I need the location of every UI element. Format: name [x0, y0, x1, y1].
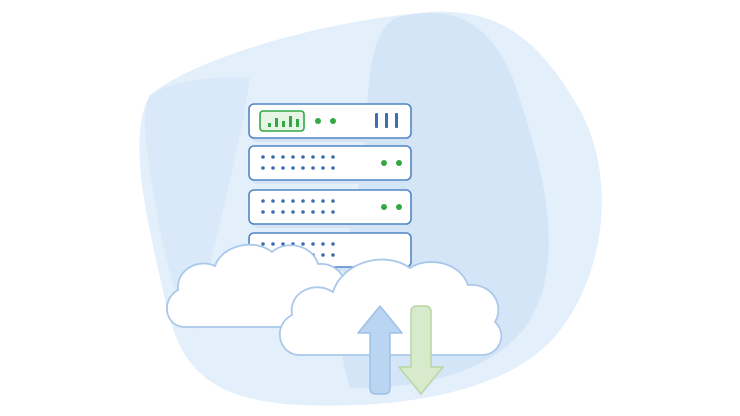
status-led-icon — [315, 118, 321, 124]
download-arrow-icon — [398, 305, 444, 395]
status-led-icon — [330, 118, 336, 124]
status-led-icon — [381, 204, 387, 210]
cloud-icon — [278, 258, 503, 356]
server-unit-2 — [248, 145, 414, 184]
status-led-icon — [396, 160, 402, 166]
status-led-icon — [381, 160, 387, 166]
upload-arrow-icon — [357, 305, 403, 395]
status-led-icon — [396, 204, 402, 210]
signal-bars-icon — [259, 110, 305, 132]
background-shape-left — [144, 77, 250, 330]
server-unit-3 — [248, 189, 414, 228]
server-unit-1 — [248, 103, 414, 142]
